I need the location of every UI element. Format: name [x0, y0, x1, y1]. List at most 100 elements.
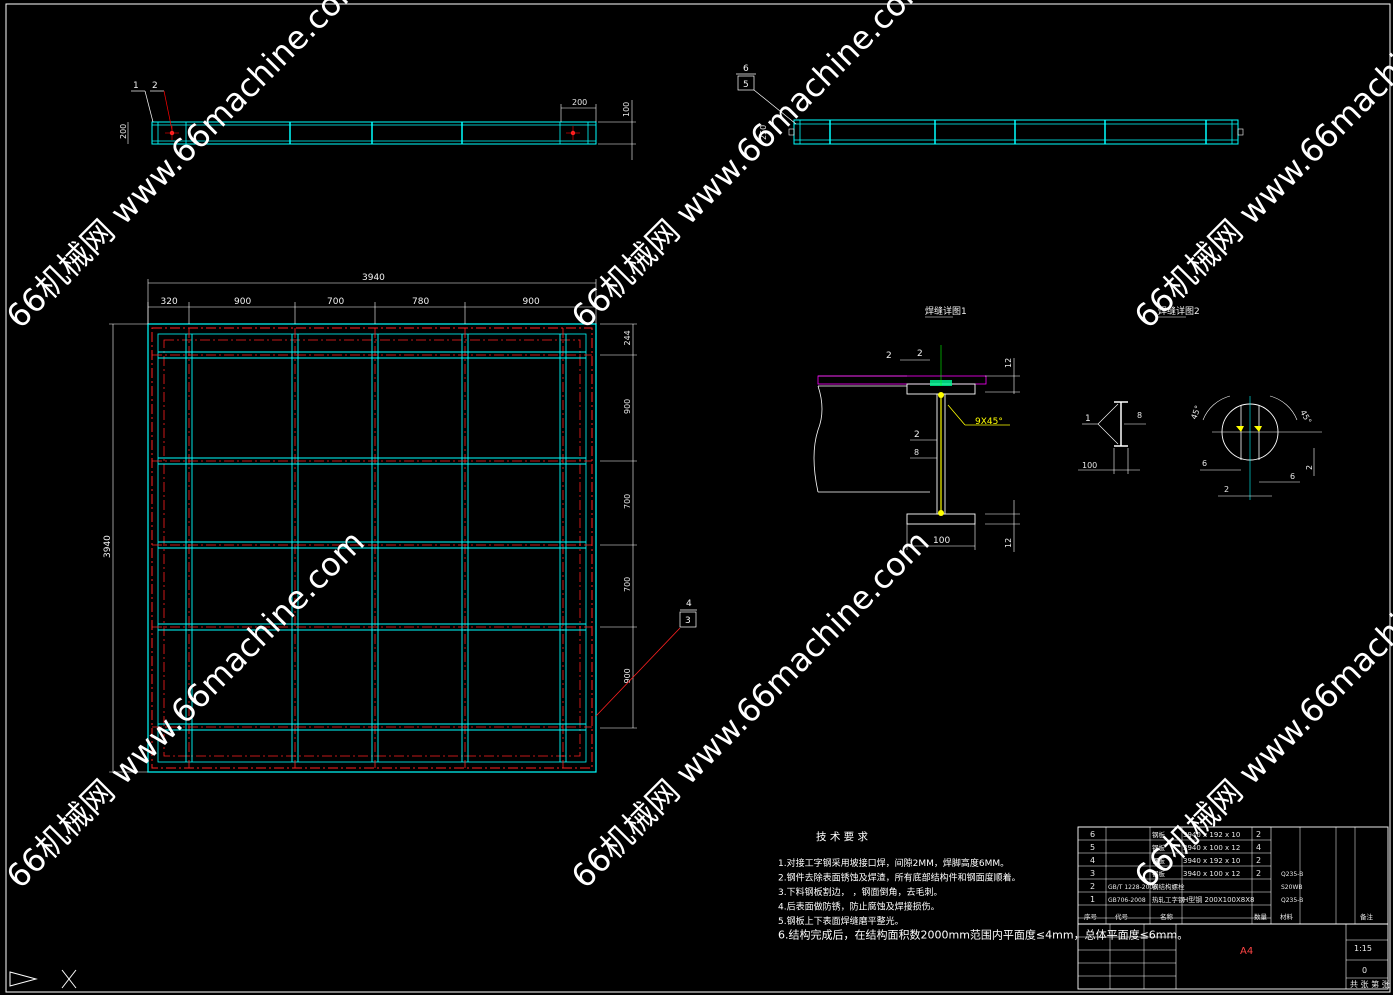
balloon-5: 5 — [743, 80, 749, 90]
detail1-dim-2a: 2 — [886, 351, 892, 361]
row-dim-label: 700 — [623, 494, 632, 509]
watermark-text: 66机械网 www.66machine.com — [1127, 0, 1393, 336]
bom-material: Q235-B — [1281, 897, 1303, 904]
tech-requirement-item: 3.下料钢板割边， ，钢面倒角，去毛刺。 — [778, 886, 942, 898]
bom-header: 数量 — [1254, 912, 1268, 921]
drawing-frame — [5, 3, 1391, 993]
watermark-text: 66机械网 www.66machine.com — [1127, 523, 1393, 896]
bom-no: 5 — [1090, 843, 1095, 852]
title-block: 6 钢板 3940 x 192 x 10 2 5 钢板 3940 x 100 x 12 4 4 钢… — [1077, 826, 1390, 990]
tech-requirement-item: 1.对接工字钢采用坡接口焊，间隙2MM，焊脚高度6MM。 — [778, 857, 1009, 869]
watermark-text: 66机械网 www.66machine.com — [564, 0, 937, 336]
plan-overall-height: 3940 — [103, 535, 113, 558]
detail1-chamfer: 9X45° — [975, 417, 1003, 427]
top-elevation-view: 1 2 200 200 100 — [119, 81, 636, 160]
bom-name: 钢板 — [1152, 830, 1166, 839]
row-dim-label: 700 — [623, 577, 632, 592]
bom-name: 钢结构螺栓 — [1152, 882, 1185, 891]
tech-requirement-item: 4.后表面做防锈，防止腐蚀及焊接损伤。 — [778, 901, 940, 913]
bom-qty: 2 — [1256, 830, 1261, 839]
bom-no: 6 — [1090, 830, 1095, 839]
detail2-dim-2b: 2 — [1305, 465, 1314, 470]
tech-requirement-item: 5.钢板上下表面焊缝磨平整光。 — [778, 915, 904, 927]
dim-200-left: 200 — [119, 124, 128, 139]
bom-name: 钢板 — [1152, 843, 1166, 852]
detail1-dim-100: 100 — [933, 536, 950, 546]
plan-view: 3940 320 900 700 780 900 3940 244 900 700 700 90… — [103, 273, 697, 773]
row-dim-label: 900 — [623, 668, 632, 683]
detail2-dim-100: 100 — [1082, 461, 1097, 470]
row-dim-label: 900 — [623, 399, 632, 414]
detail2-title: 焊缝详图2 — [1158, 305, 1200, 317]
bom-name: 热轧工字钢 — [1152, 895, 1185, 904]
dim-100: 100 — [622, 102, 631, 117]
bom-no: 1 — [1090, 895, 1095, 904]
bom-no: 4 — [1090, 856, 1095, 865]
bom-qty: 4 — [1256, 843, 1261, 852]
beam-outline — [151, 121, 597, 145]
bom-spec: H型钢 200X100X8X8 — [1183, 895, 1255, 904]
detail2-angle-right: 45° — [1298, 409, 1313, 426]
detail2-dim-2a: 2 — [1224, 485, 1229, 494]
balloon-4: 4 — [686, 599, 692, 609]
watermark-text: 66机械网 www.66machine.com — [0, 0, 372, 336]
detail2-angle-left: 45° — [1189, 404, 1202, 420]
balloon-3: 3 — [685, 616, 691, 626]
detail1-dim-12-top: 12 — [1004, 358, 1013, 368]
bom-no: 3 — [1090, 869, 1095, 878]
bom-qty: 2 — [1256, 869, 1261, 878]
detail1-dim-2b: 2 — [917, 349, 923, 359]
weld-detail-1: 焊缝详图1 2 2 12 9X45° 2 8 100 — [813, 305, 1020, 552]
bom-header: 代号 — [1115, 912, 1129, 921]
dim-200-top: 200 — [572, 98, 587, 107]
scale: 1:15 — [1354, 944, 1372, 953]
col-dim-label: 320 — [161, 297, 178, 307]
drawing-code: A4 — [1240, 946, 1253, 957]
bom-spec: 3940 x 100 x 12 — [1183, 844, 1240, 852]
ucs-icon — [9, 969, 77, 989]
technical-requirements: 技 术 要 求 1.对接工字钢采用坡接口焊，间隙2MM，焊脚高度6MM。2.钢件… — [778, 830, 1188, 942]
bom-table: 6 钢板 3940 x 192 x 10 2 5 钢板 3940 x 100 x 12 4 4 钢… — [1078, 826, 1374, 924]
sheet-count: 0 — [1362, 966, 1367, 975]
balloon-1: 1 — [133, 81, 139, 91]
plan-beam-grid — [152, 328, 592, 768]
bom-name: 钢板 — [1152, 856, 1166, 865]
bom-material: S20WB — [1281, 884, 1303, 891]
bom-spec: 3940 x 192 x 10 — [1183, 857, 1240, 865]
bom-header: 序号 — [1084, 912, 1098, 921]
bom-name: 钢板 — [1152, 869, 1166, 878]
detail2-dim-6b: 6 — [1290, 472, 1295, 481]
sheet-info: 共 张 第 张 — [1350, 979, 1390, 989]
bom-no: 2 — [1090, 882, 1095, 891]
col-dim-label: 900 — [523, 297, 540, 307]
col-dim-label: 780 — [412, 297, 429, 307]
detail1-dim-2c: 2 — [914, 430, 920, 440]
balloon-2: 2 — [152, 81, 158, 91]
tech-requirement-item: 6.结构完成后，在结构面积数2000mm范围内平面度≤4mm，总体平面度≤6mm… — [778, 928, 1188, 942]
bom-header: 备注 — [1360, 912, 1374, 921]
bom-spec: 3940 x 100 x 12 — [1183, 870, 1240, 878]
detail2-dim-1: 1 — [1085, 414, 1091, 424]
tech-requirement-item: 2.钢件去除表面锈蚀及焊渣，所有底部结构件和钢面度顺着。 — [778, 872, 1021, 884]
side-elevation-view: 6 5 250 — [736, 64, 1244, 145]
bom-header: 材料 — [1280, 912, 1294, 921]
detail2-dim-6a: 6 — [1202, 459, 1207, 468]
plan-overall-width: 3940 — [362, 273, 385, 283]
dim-250: 250 — [759, 125, 768, 140]
col-dim-label: 700 — [327, 297, 344, 307]
detail1-dim-8: 8 — [914, 448, 919, 457]
watermark-text: 66机械网 www.66machine.com — [564, 523, 937, 896]
bom-header: 名称 — [1160, 912, 1174, 921]
weld-detail-2: 焊缝详图2 1 8 100 45° 45° 6 6 2 2 — [1078, 305, 1322, 500]
plan-red-outline — [151, 327, 593, 769]
detail2-dim-8: 8 — [1137, 411, 1142, 420]
col-dim-label: 900 — [234, 297, 251, 307]
bom-material: Q235-B — [1281, 871, 1303, 878]
plan-outer-frame — [147, 323, 597, 773]
detail1-title: 焊缝详图1 — [925, 305, 967, 317]
bom-qty: 2 — [1256, 856, 1261, 865]
bom-std: GB/T 1228-2006 — [1108, 884, 1157, 891]
balloon-6: 6 — [743, 64, 749, 74]
row-dim-label: 244 — [623, 330, 632, 345]
